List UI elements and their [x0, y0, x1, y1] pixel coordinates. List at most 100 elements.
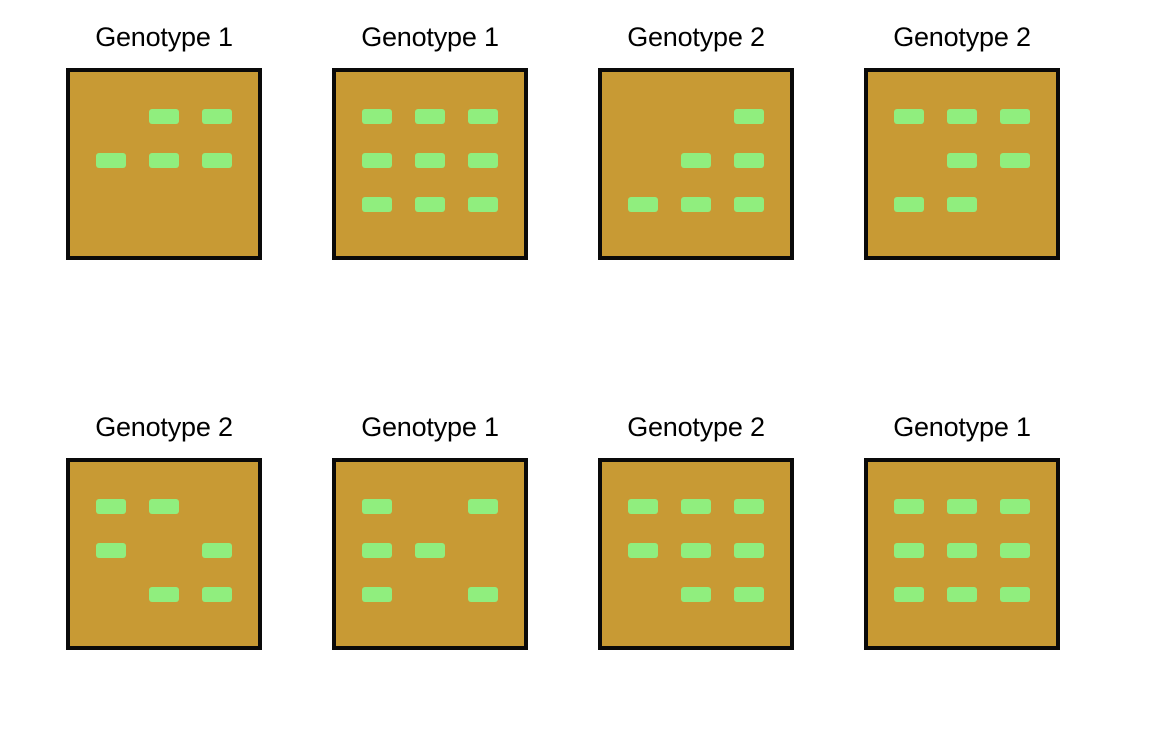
- band-cell: [137, 528, 190, 572]
- panel-title: Genotype 1: [893, 412, 1031, 442]
- band: [627, 498, 658, 514]
- band: [414, 196, 445, 212]
- band: [734, 586, 765, 602]
- band: [946, 108, 977, 124]
- band: [361, 108, 392, 124]
- band: [361, 542, 392, 558]
- band-cell: [616, 484, 669, 528]
- panel: Genotype 1: [332, 22, 598, 352]
- band-cell: [989, 182, 1042, 226]
- band: [361, 586, 392, 602]
- panel-title: Genotype 2: [95, 412, 233, 442]
- band-cell: [84, 528, 137, 572]
- band-cell: [882, 572, 935, 616]
- band: [1000, 586, 1031, 602]
- band-absent: [894, 153, 924, 168]
- band-cell: [457, 138, 510, 182]
- band: [95, 498, 126, 514]
- band-cell: [350, 528, 403, 572]
- panel: Genotype 2: [864, 22, 1130, 352]
- band: [95, 152, 126, 168]
- band: [734, 498, 765, 514]
- band-layer: [336, 72, 524, 256]
- band-cell: [137, 94, 190, 138]
- band-absent: [96, 109, 126, 124]
- band: [468, 196, 499, 212]
- band-layer: [70, 72, 258, 256]
- band-cell: [935, 138, 988, 182]
- plate: [66, 68, 262, 260]
- band-cell: [669, 94, 722, 138]
- panel-title: Genotype 1: [361, 22, 499, 52]
- band: [680, 152, 711, 168]
- band: [148, 498, 179, 514]
- band-absent: [96, 587, 126, 602]
- band: [95, 542, 126, 558]
- band-layer: [70, 462, 258, 646]
- band-absent: [681, 109, 711, 124]
- band-cell: [191, 572, 244, 616]
- band: [734, 196, 765, 212]
- band-cell: [935, 182, 988, 226]
- band-layer: [336, 462, 524, 646]
- band-cell: [403, 572, 456, 616]
- band-absent: [96, 197, 126, 212]
- band: [1000, 542, 1031, 558]
- band: [468, 108, 499, 124]
- band-absent: [628, 587, 658, 602]
- band: [734, 542, 765, 558]
- band-cell: [616, 138, 669, 182]
- band-absent: [628, 109, 658, 124]
- band-cell: [616, 94, 669, 138]
- panel-title: Genotype 2: [627, 22, 765, 52]
- band: [893, 498, 924, 514]
- band: [680, 542, 711, 558]
- band-cell: [935, 484, 988, 528]
- band-absent: [202, 197, 232, 212]
- band-cell: [882, 484, 935, 528]
- band-cell: [457, 182, 510, 226]
- band: [893, 542, 924, 558]
- band: [893, 196, 924, 212]
- band-cell: [882, 138, 935, 182]
- band-cell: [350, 138, 403, 182]
- band: [361, 196, 392, 212]
- band-cell: [935, 94, 988, 138]
- band-absent: [1000, 197, 1030, 212]
- plate: [864, 458, 1060, 650]
- band: [148, 108, 179, 124]
- band: [414, 152, 445, 168]
- band: [202, 108, 233, 124]
- band-cell: [882, 94, 935, 138]
- plate: [598, 68, 794, 260]
- plate: [332, 68, 528, 260]
- band-cell: [669, 572, 722, 616]
- band-cell: [457, 484, 510, 528]
- band-layer: [868, 72, 1056, 256]
- band-cell: [403, 484, 456, 528]
- band-cell: [191, 484, 244, 528]
- band: [1000, 108, 1031, 124]
- panel: Genotype 2: [598, 22, 864, 352]
- band: [946, 542, 977, 558]
- band-cell: [137, 138, 190, 182]
- band-cell: [350, 94, 403, 138]
- band: [468, 152, 499, 168]
- band: [734, 108, 765, 124]
- band: [1000, 498, 1031, 514]
- band-cell: [350, 182, 403, 226]
- band-cell: [84, 572, 137, 616]
- panel: Genotype 1: [332, 412, 598, 742]
- band-cell: [669, 182, 722, 226]
- band: [734, 152, 765, 168]
- band-cell: [457, 94, 510, 138]
- plate: [332, 458, 528, 650]
- band-cell: [723, 528, 776, 572]
- band-cell: [935, 528, 988, 572]
- panel: Genotype 2: [66, 412, 332, 742]
- band-cell: [84, 182, 137, 226]
- band: [946, 196, 977, 212]
- plate: [864, 68, 1060, 260]
- band-cell: [882, 528, 935, 572]
